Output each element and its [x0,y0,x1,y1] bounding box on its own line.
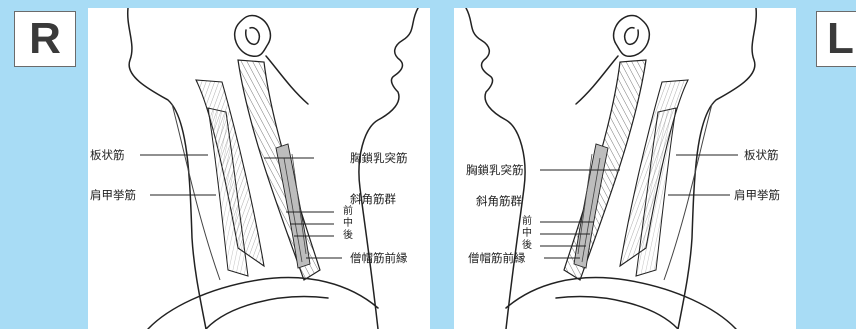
right-neck-drawing [88,8,430,329]
label-anterior-scalene: 前 [522,216,532,228]
ear-outline [235,15,271,56]
label-splenius: 板状筋 [90,148,125,162]
label-trapezius-edge: 僧帽筋前縁 [468,251,526,265]
right-side-badge: R [14,11,76,67]
label-levator-scapulae: 肩甲挙筋 [90,188,136,202]
label-anterior-scalene: 前 [343,206,353,218]
back-of-head-outline [128,8,206,329]
label-middle-scalene: 中 [343,218,353,230]
face-profile-outline [359,8,418,329]
shoulder-outline [148,278,378,329]
label-scalene-group: 斜角筋群 [350,192,396,206]
left-neck-diagram: 胸鎖乳突筋 斜角筋群 前 中 後 僧帽筋前縁 板状筋 肩甲挙筋 [454,8,796,329]
right-neck-diagram: 板状筋 肩甲挙筋 胸鎖乳突筋 斜角筋群 前 中 後 僧帽筋前縁 [88,8,430,329]
label-trapezius-edge: 僧帽筋前縁 [350,251,408,265]
label-scm: 胸鎖乳突筋 [466,163,524,177]
label-levator-scapulae: 肩甲挙筋 [734,188,780,202]
label-splenius: 板状筋 [744,148,779,162]
label-posterior-scalene: 後 [343,230,353,242]
label-scalene-group: 斜角筋群 [476,194,522,208]
left-side-badge: L [816,11,856,67]
label-scm: 胸鎖乳突筋 [350,151,408,165]
label-middle-scalene: 中 [522,228,532,240]
